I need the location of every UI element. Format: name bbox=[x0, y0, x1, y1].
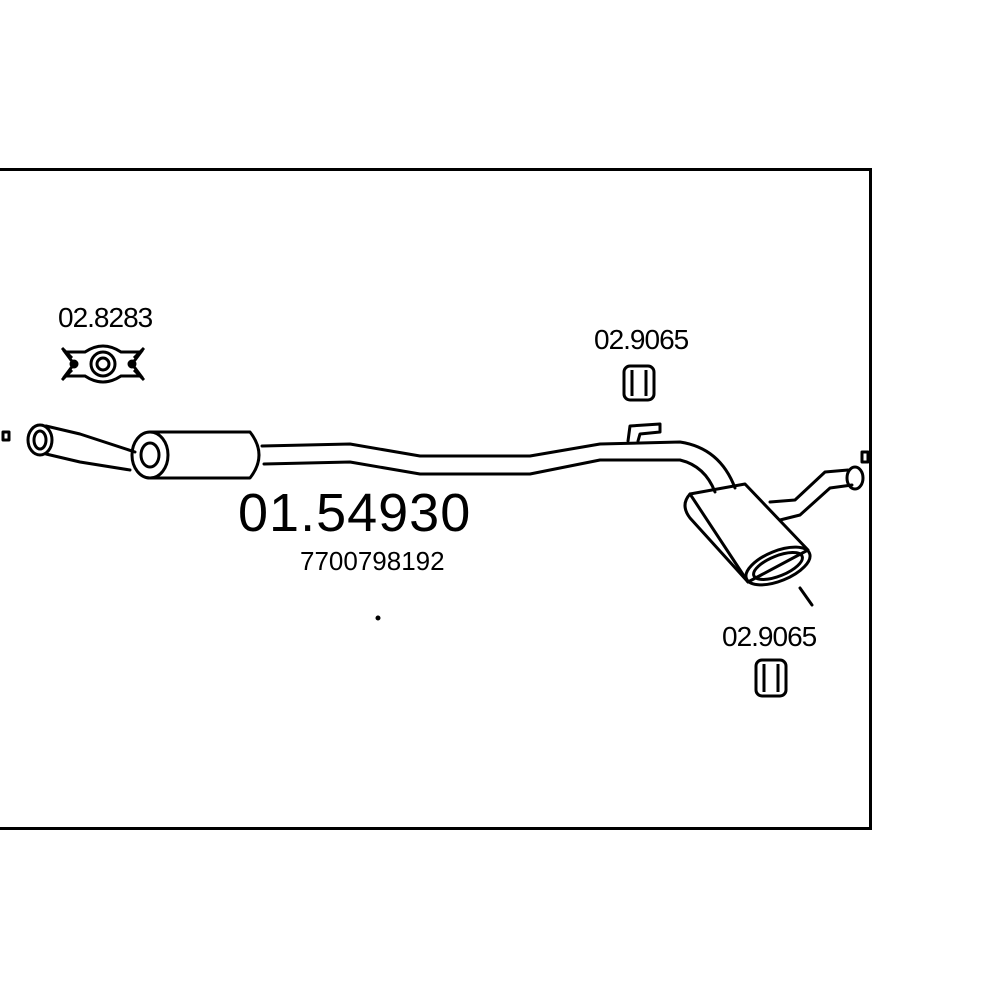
part-number: 01.54930 bbox=[238, 483, 472, 543]
left-end-marker bbox=[1, 430, 11, 442]
middle-silencer-front-cap bbox=[130, 430, 170, 480]
main-pipe-bottom bbox=[262, 458, 717, 494]
right-end-marker bbox=[860, 450, 870, 464]
drawing-dot bbox=[375, 615, 381, 621]
rear-hanger-rod bbox=[798, 586, 814, 607]
rubber-hanger-icon bbox=[622, 364, 656, 402]
accessory-ref-hanger-rear: 02.9065 bbox=[722, 621, 817, 652]
flange-gasket-icon bbox=[60, 344, 146, 384]
front-pipe-top bbox=[44, 424, 137, 454]
front-flange-inner bbox=[32, 429, 48, 451]
front-pipe-bottom bbox=[44, 452, 132, 472]
tail-pipe-top bbox=[768, 468, 850, 504]
front-flange bbox=[26, 423, 54, 457]
main-pipe-top bbox=[260, 440, 737, 490]
oem-number: 7700798192 bbox=[300, 546, 445, 576]
accessory-ref-gasket: 02.8283 bbox=[58, 302, 153, 333]
diagram-frame bbox=[0, 168, 872, 830]
rear-silencer bbox=[683, 482, 812, 587]
middle-silencer-inlet bbox=[139, 441, 161, 469]
accessory-ref-hanger-front: 02.9065 bbox=[594, 324, 689, 355]
tail-pipe-bottom bbox=[778, 483, 854, 522]
pipe-hanger-hook bbox=[626, 422, 662, 443]
tail-pipe-end bbox=[845, 465, 865, 491]
middle-silencer-body bbox=[148, 430, 261, 480]
rubber-hanger-icon bbox=[754, 658, 788, 698]
